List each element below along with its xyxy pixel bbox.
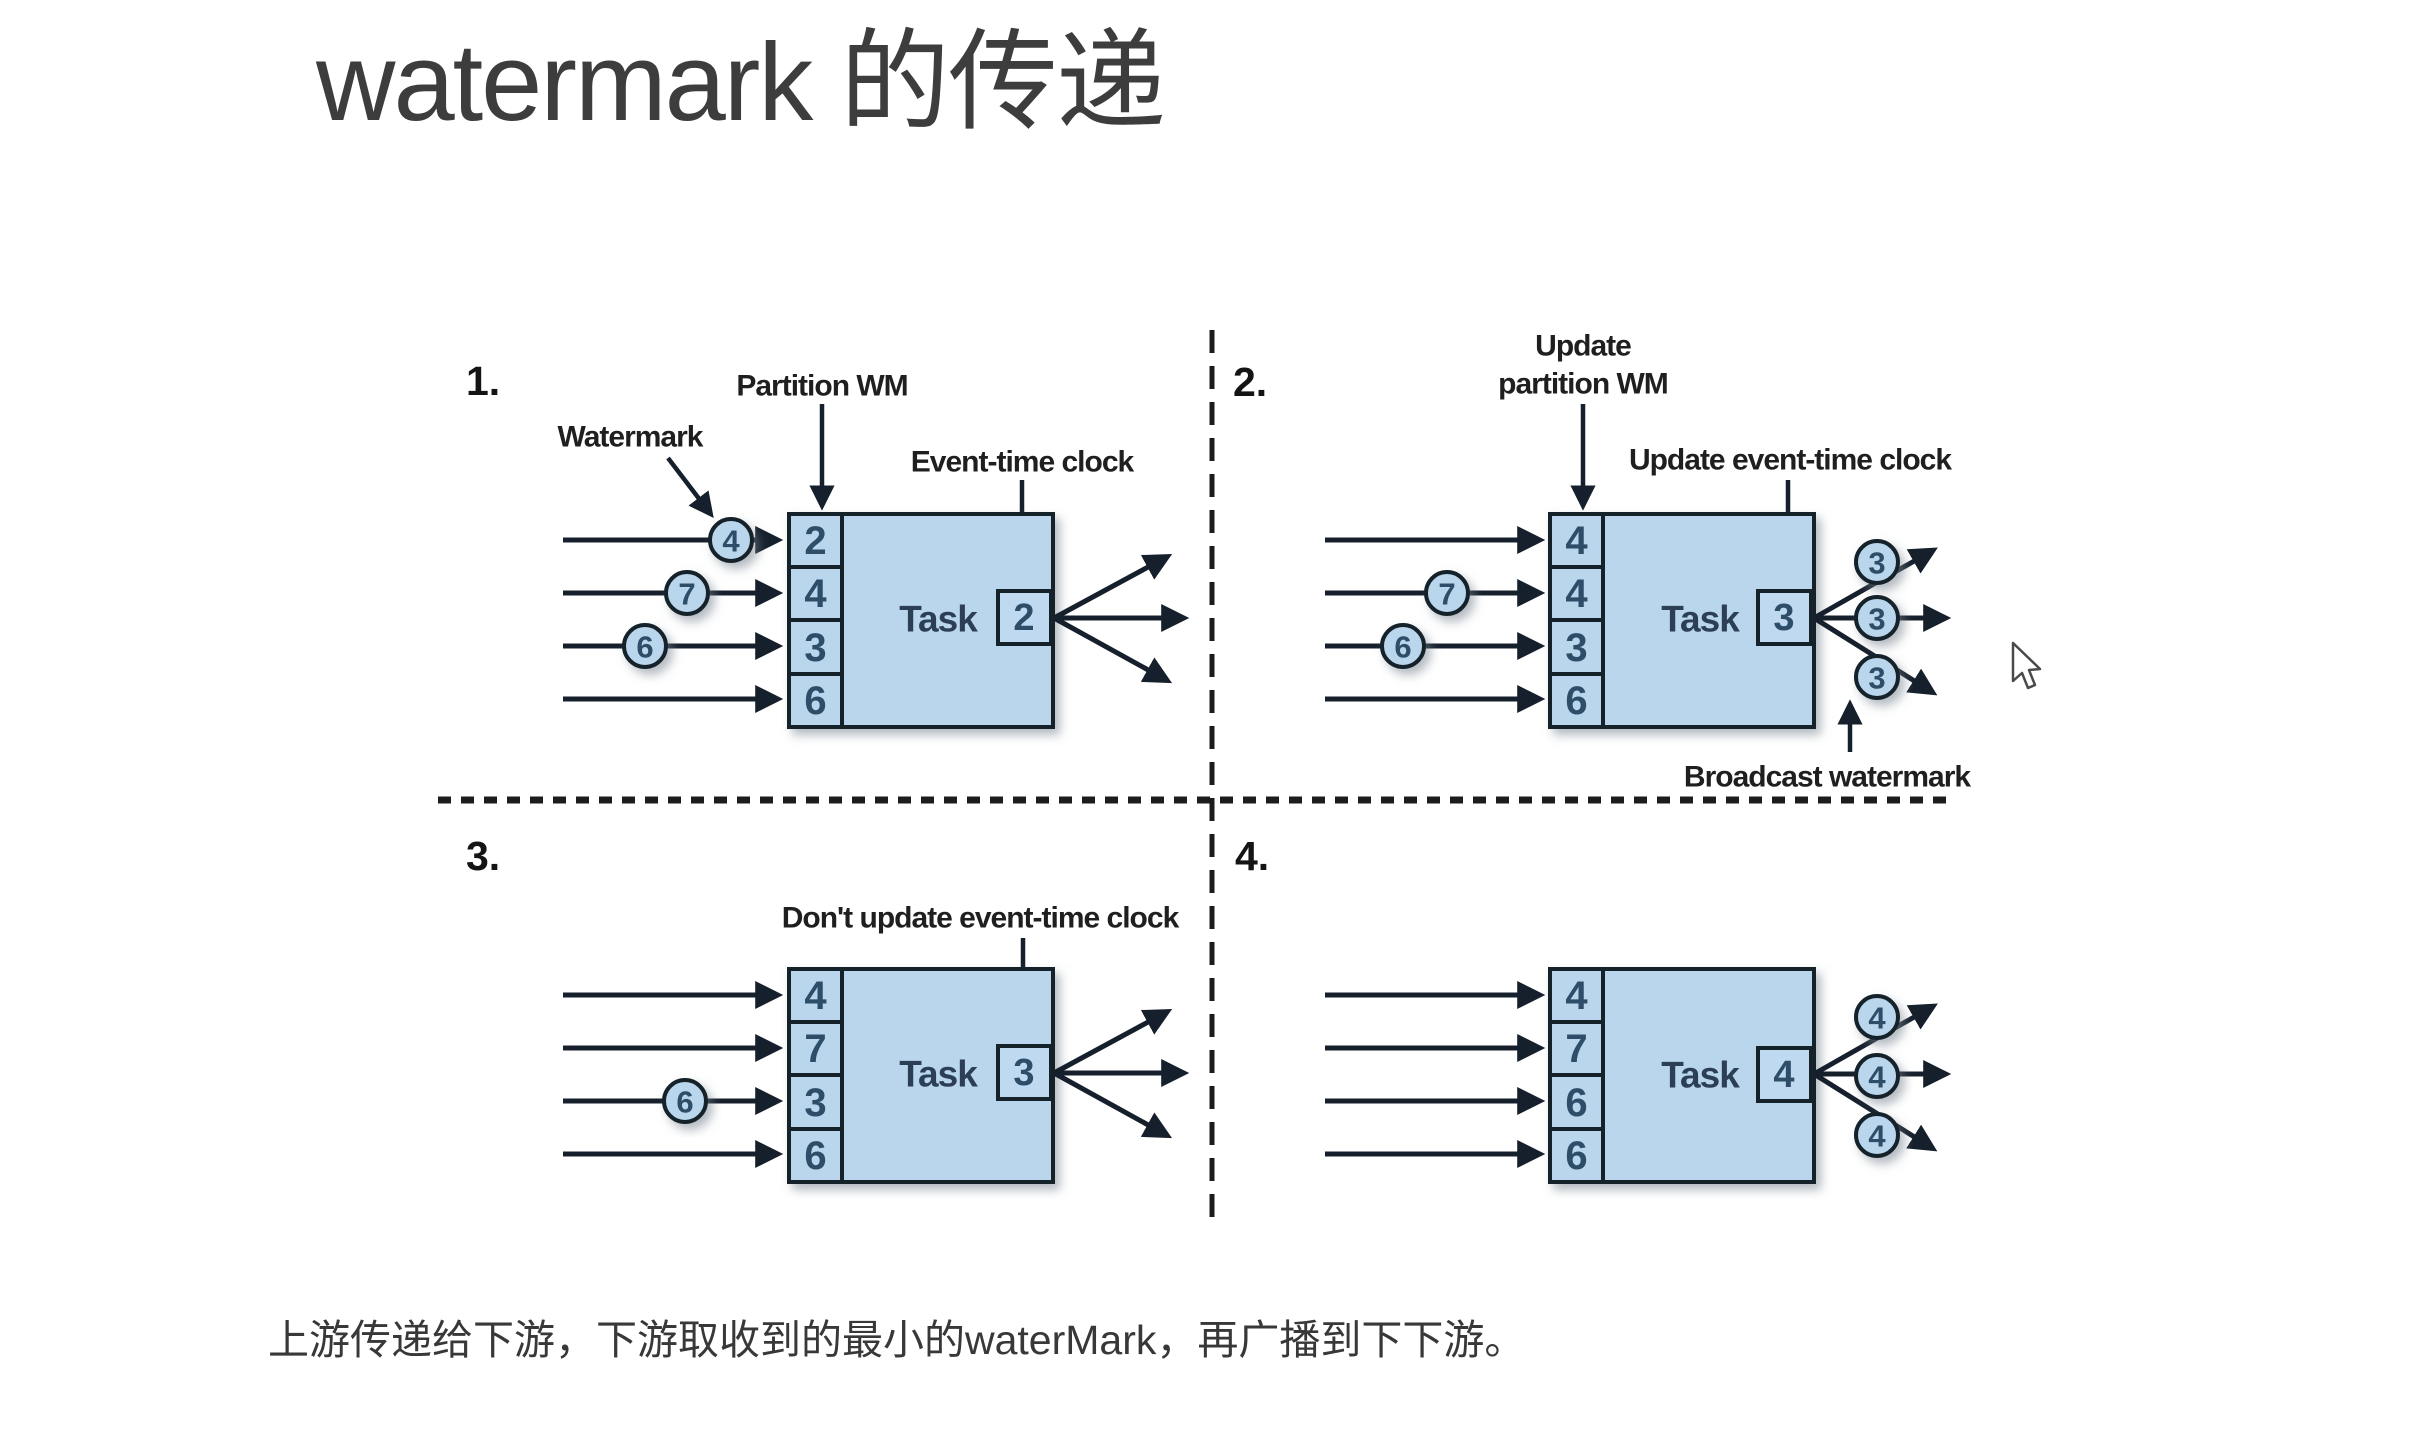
broadcast-watermark-value: 4 [1868,1060,1886,1095]
slide-caption: 上游传递给下游，下游取收到的最小的waterMark，再广播到下下游。 [268,1317,1526,1363]
partition-wm-cell: 2 [804,519,825,563]
output-arrow [1812,1071,1938,1152]
watermark-value: 6 [636,630,653,665]
broadcast-watermark-value: 4 [1868,1119,1886,1154]
watermark-value: 6 [676,1085,693,1120]
watermark-value: 4 [722,524,740,559]
partition-wm-cell: 4 [1565,572,1588,616]
output-watermark-circles [1854,994,1900,1158]
partition-wm-cell: 6 [1565,1134,1586,1178]
dont-update-event-time-clock-label: Don't update event-time clock [782,902,1180,935]
event-time-clock-box [996,589,1053,646]
partition-wm-cell: 7 [804,1027,825,1071]
panel-number: 3. [466,833,500,879]
task-box [1548,967,1816,1184]
input-watermark-circles [662,1078,708,1124]
panel-4: 4. 4 7 6 6 Task 4 4 4 4 [1235,833,1952,1184]
event-time-clock-box [1756,589,1813,646]
update-event-time-clock-label: Update event-time clock [1629,444,1952,477]
clock-value: 3 [1013,1052,1034,1094]
update-partition-wm-label-line2: partition WM [1498,368,1668,401]
watermark-value: 7 [678,577,695,612]
partition-wm-cell: 4 [804,572,827,616]
watermark-arrow [666,456,714,519]
page-title: watermark 的传递 [316,21,1166,144]
output-arrow [1812,1003,1938,1077]
panel-number: 2. [1233,359,1267,405]
partition-wm-cell: 4 [804,974,827,1018]
task-label: Task [899,599,978,640]
task-box [1548,512,1816,729]
partition-wm-cell: 6 [1565,1081,1586,1125]
input-watermark-circles [1380,570,1470,669]
panel-number: 1. [466,358,500,404]
update-partition-wm-label-line1: Update [1535,330,1631,363]
partition-wm-cell: 7 [1565,1027,1586,1071]
panel-number: 4. [1235,833,1269,879]
partition-wm-cell: 3 [804,626,825,670]
clock-value: 3 [1773,597,1794,639]
task-label: Task [899,1054,978,1095]
partition-wm-cell: 6 [804,1134,825,1178]
event-time-clock-box [1756,1046,1813,1103]
broadcast-watermark-value: 3 [1868,546,1885,581]
broadcast-watermark-value: 4 [1868,1001,1886,1036]
output-arrow [1052,1070,1173,1139]
partition-wm-cell: 3 [1565,626,1586,670]
watermark-value: 6 [1394,630,1411,665]
partition-wm-cell: 4 [1565,519,1588,563]
watermark-value: 7 [1438,577,1455,612]
task-box [787,967,1055,1184]
task-box [787,512,1055,729]
watermark-label: Watermark [558,421,704,454]
panel-3: 3. Don't update event-time clock 4 7 3 6… [466,833,1190,1184]
partition-wm-label: Partition WM [736,370,907,403]
task-label: Task [1661,1055,1740,1096]
broadcast-watermark-label: Broadcast watermark [1684,761,1971,794]
output-arrow [1052,1008,1173,1076]
broadcast-watermark-value: 3 [1868,661,1885,696]
partition-wm-cell: 4 [1565,974,1588,1018]
event-time-clock-label: Event-time clock [911,446,1135,479]
partition-wm-cell: 6 [804,679,825,723]
input-watermark-circles [622,517,754,669]
output-arrow [1052,615,1173,684]
output-arrow [1812,547,1938,621]
task-label: Task [1661,599,1740,640]
event-time-clock-box [996,1044,1053,1101]
clock-value: 4 [1773,1054,1794,1096]
output-watermark-circles [1854,539,1900,700]
broadcast-watermark-value: 3 [1868,602,1885,637]
clock-value: 2 [1013,597,1034,639]
panel-1: 1. Watermark Partition WM Event-time clo… [466,358,1190,729]
mouse-cursor-icon [2011,641,2042,690]
panel-2: 2. Update partition WM Update event-time… [1233,330,1972,794]
partition-wm-cell: 3 [804,1081,825,1125]
output-arrow [1052,553,1173,621]
partition-wm-cell: 6 [1565,679,1586,723]
